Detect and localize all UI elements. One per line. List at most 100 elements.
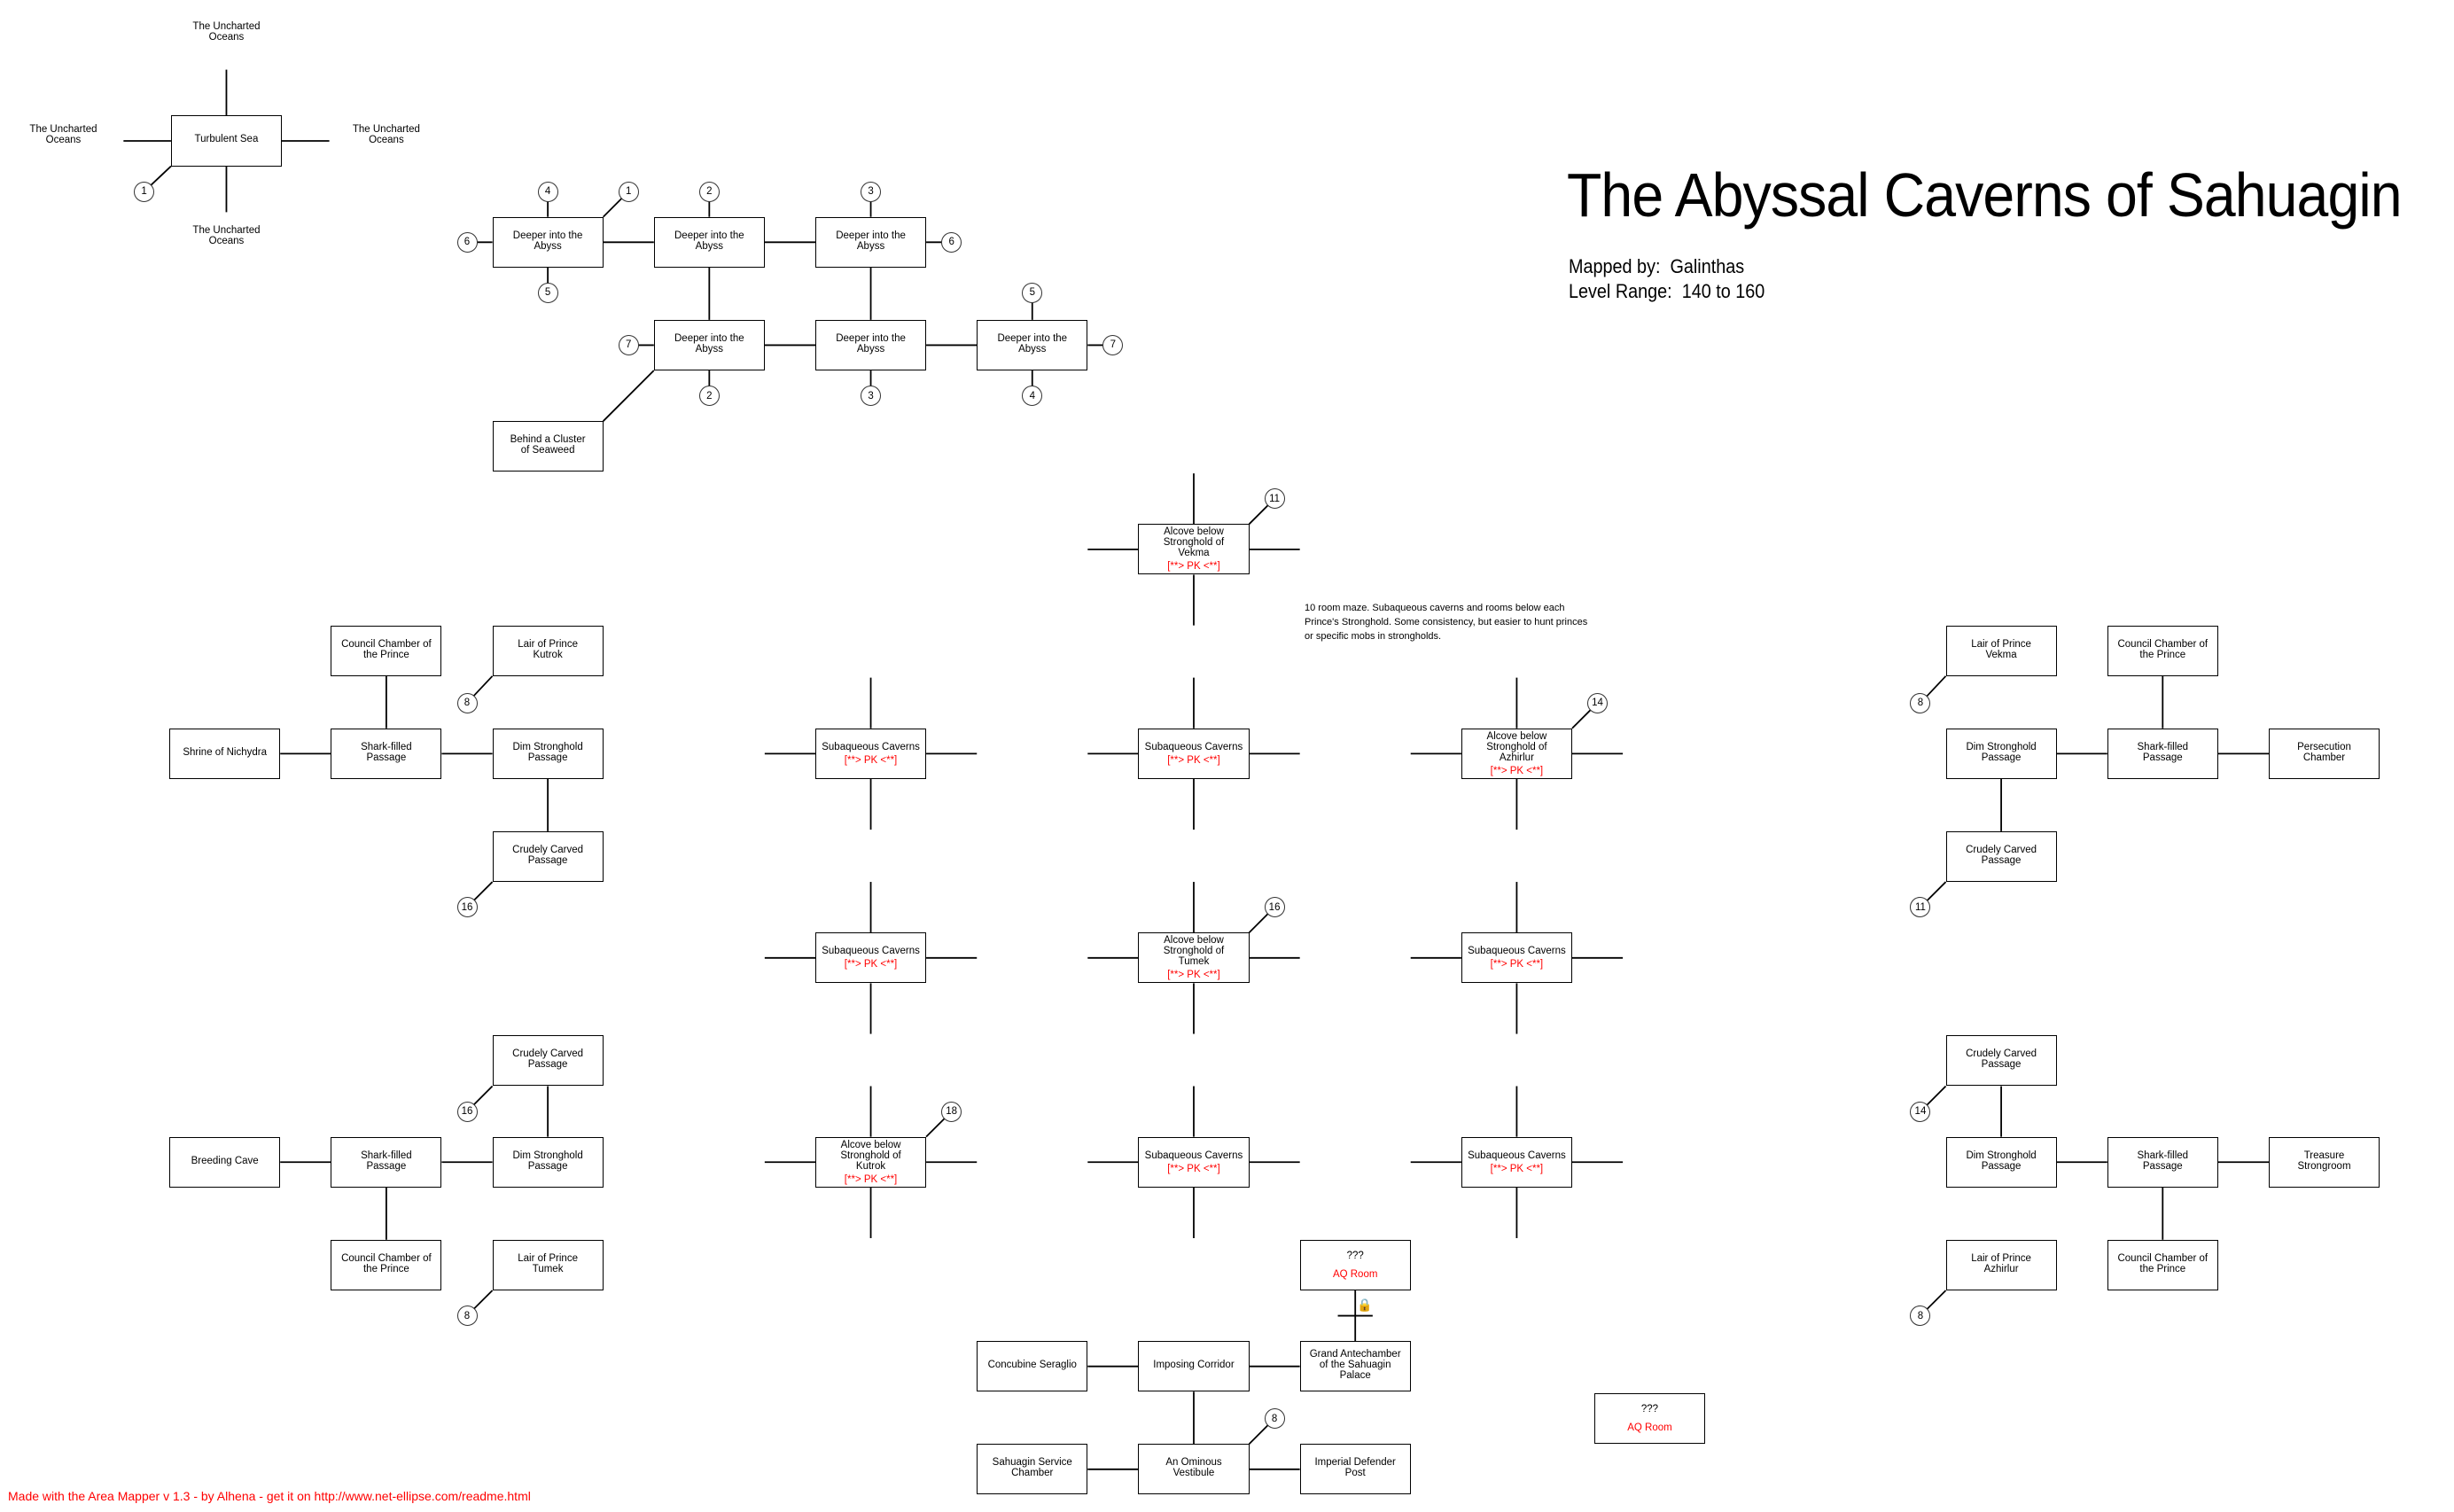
room-name: Deeper into the Abyss	[997, 332, 1068, 355]
room-name: Lair of Prince Vekma	[1971, 638, 2031, 660]
room-name: Alcove below Stronghold of Azhirlur	[1486, 730, 1547, 763]
map-room: Subaqueous Caverns [**> PK <**]	[1461, 932, 1572, 984]
room-name: Lair of Prince Kutrok	[518, 638, 578, 660]
map-room: Deeper into the Abyss	[653, 216, 765, 268]
room-name: Subaqueous Caverns	[1468, 946, 1566, 957]
room-name: Dim Stronghold Passage	[512, 741, 583, 763]
map-room: Subaqueous Caverns [**> PK <**]	[815, 728, 927, 779]
lock-icon: 🔒	[1357, 1297, 1373, 1312]
map-room: Turbulent Sea	[170, 115, 282, 167]
map-room: Alcove below Stronghold of Tumek[**> PK …	[1138, 932, 1250, 984]
room-name: Alcove below Stronghold of Vekma	[1163, 526, 1225, 559]
room-name: Council Chamber of the Prince	[2117, 1252, 2209, 1274]
map-room: Dim Stronghold Passage	[492, 1136, 604, 1188]
aq-room: ???AQ Room	[1593, 1393, 1705, 1445]
exit-label: The Uncharted Oceans	[29, 123, 97, 145]
exit-marker: 8	[1910, 1305, 1931, 1327]
map-room: Shark-filled Passage	[331, 1136, 442, 1188]
map-room: Lair of Prince Azhirlur	[1945, 1239, 2057, 1290]
room-name: Crudely Carved Passage	[512, 1048, 584, 1071]
room-name: Council Chamber of the Prince	[341, 638, 432, 660]
room-name: Deeper into the Abyss	[836, 230, 906, 252]
room-name: Subaqueous Caverns	[822, 741, 920, 752]
room-name: Imperial Defender Post	[1314, 1457, 1396, 1479]
map-room: Subaqueous Caverns[**> PK <**]	[1138, 728, 1250, 779]
level-range-label: Level Range:	[1569, 280, 1672, 302]
exit-marker: 5	[1022, 282, 1043, 303]
exit-marker: 11	[1264, 488, 1285, 510]
map-note: 10 room maze. Subaqueous caverns and roo…	[1305, 601, 1587, 643]
room-name: Persecution Chamber	[2297, 741, 2351, 763]
room-name: Subaqueous Caverns	[1468, 1150, 1566, 1161]
map-room: Dim Stronghold Passage	[1945, 728, 2057, 779]
room-name: ???	[1640, 1404, 1659, 1415]
room-name: Council Chamber of the Prince	[2117, 638, 2209, 660]
room-name: Turbulent Sea	[194, 134, 259, 145]
room-name: Deeper into the Abyss	[674, 230, 744, 252]
exit-marker: 2	[698, 386, 720, 407]
exit-marker: 7	[1102, 334, 1124, 355]
exit-marker: 1	[134, 181, 155, 202]
exit-marker: 4	[537, 181, 558, 202]
map-room: Lair of Prince Kutrok	[492, 625, 604, 676]
room-name: An Ominous Vestibule	[1165, 1457, 1222, 1479]
room-tag: [**> PK <**]	[1490, 959, 1544, 970]
exit-label: The Uncharted Oceans	[352, 123, 420, 145]
map-room: Alcove below Stronghold of Azhirlur[**> …	[1461, 728, 1572, 779]
map-room: Imposing Corridor	[1138, 1341, 1250, 1392]
map-room: Council Chamber of the Prince	[2107, 625, 2218, 676]
mapped-by-value: Galinthas	[1670, 255, 1745, 277]
note-line: or specific mobs in strongholds.	[1305, 631, 1442, 642]
exit-marker: 8	[1264, 1408, 1285, 1430]
note-line: Prince's Stronghold. Some consistency, b…	[1305, 617, 1588, 627]
room-name: Subaqueous Caverns	[1144, 741, 1243, 752]
map-room: Crudely Carved Passage	[1945, 830, 2057, 883]
exit-marker: 1	[618, 181, 639, 202]
room-tag: [**> PK <**]	[1167, 970, 1220, 981]
map-room: Alcove below Stronghold of Vekma[**> PK …	[1138, 524, 1250, 575]
map-room: Deeper into the Abyss	[815, 216, 927, 268]
room-name: Lair of Prince Tumek	[518, 1252, 578, 1274]
map-room: Shrine of Nichydra	[169, 728, 281, 779]
map-room: Council Chamber of the Prince	[331, 1239, 442, 1290]
map-room: Deeper into the Abyss	[977, 319, 1088, 371]
exit-marker: 16	[456, 897, 478, 918]
map-room: Subaqueous Caverns [**> PK <**]	[1138, 1136, 1250, 1188]
room-name: Crudely Carved Passage	[512, 844, 584, 866]
exit-marker: 16	[456, 1101, 478, 1122]
map-room: An Ominous Vestibule	[1138, 1444, 1250, 1495]
room-tag: [**> PK <**]	[1490, 1163, 1544, 1174]
room-name: Council Chamber of the Prince	[341, 1252, 432, 1274]
exit-marker: 7	[618, 334, 639, 355]
map-room: Subaqueous Caverns[**> PK <**]	[815, 932, 927, 984]
room-tag: [**> PK <**]	[844, 754, 898, 766]
room-tag: [**> PK <**]	[1167, 1163, 1220, 1174]
room-name: Deeper into the Abyss	[512, 230, 583, 252]
room-name: ???	[1346, 1250, 1364, 1261]
map-room: Breeding Cave	[169, 1136, 281, 1188]
map-room: Behind a Cluster of Seaweed	[492, 421, 604, 472]
exit-marker: 3	[861, 386, 882, 407]
map-room: Crudely Carved Passage	[492, 830, 604, 883]
map-room: Crudely Carved Passage	[492, 1035, 604, 1087]
room-name: Behind a Cluster of Seaweed	[510, 434, 586, 456]
exit-marker: 14	[1587, 692, 1609, 713]
map-room: Deeper into the Abyss	[653, 319, 765, 371]
room-name: Sahuagin Service Chamber	[992, 1457, 1072, 1479]
room-name: Breeding Cave	[191, 1155, 259, 1166]
room-name: Shark-filled Passage	[361, 1150, 412, 1172]
map-room: Lair of Prince Vekma	[1945, 625, 2057, 676]
map-room: Shark-filled Passage	[331, 728, 442, 779]
room-name: Shark-filled Passage	[2137, 741, 2189, 763]
room-name: Treasure Strongroom	[2297, 1150, 2351, 1172]
room-name: Subaqueous Caverns	[1144, 1150, 1243, 1161]
exit-marker: 16	[1264, 897, 1285, 918]
map-room: Shark-filled Passage	[2107, 728, 2218, 779]
room-name: Alcove below Stronghold of Kutrok	[840, 1139, 901, 1172]
exit-marker: 14	[1910, 1101, 1931, 1122]
note-line: 10 room maze. Subaqueous caverns and roo…	[1305, 603, 1565, 613]
exit-marker: 4	[1022, 386, 1043, 407]
room-name: Subaqueous Caverns	[822, 946, 920, 957]
map-room: Council Chamber of the Prince	[331, 625, 442, 676]
